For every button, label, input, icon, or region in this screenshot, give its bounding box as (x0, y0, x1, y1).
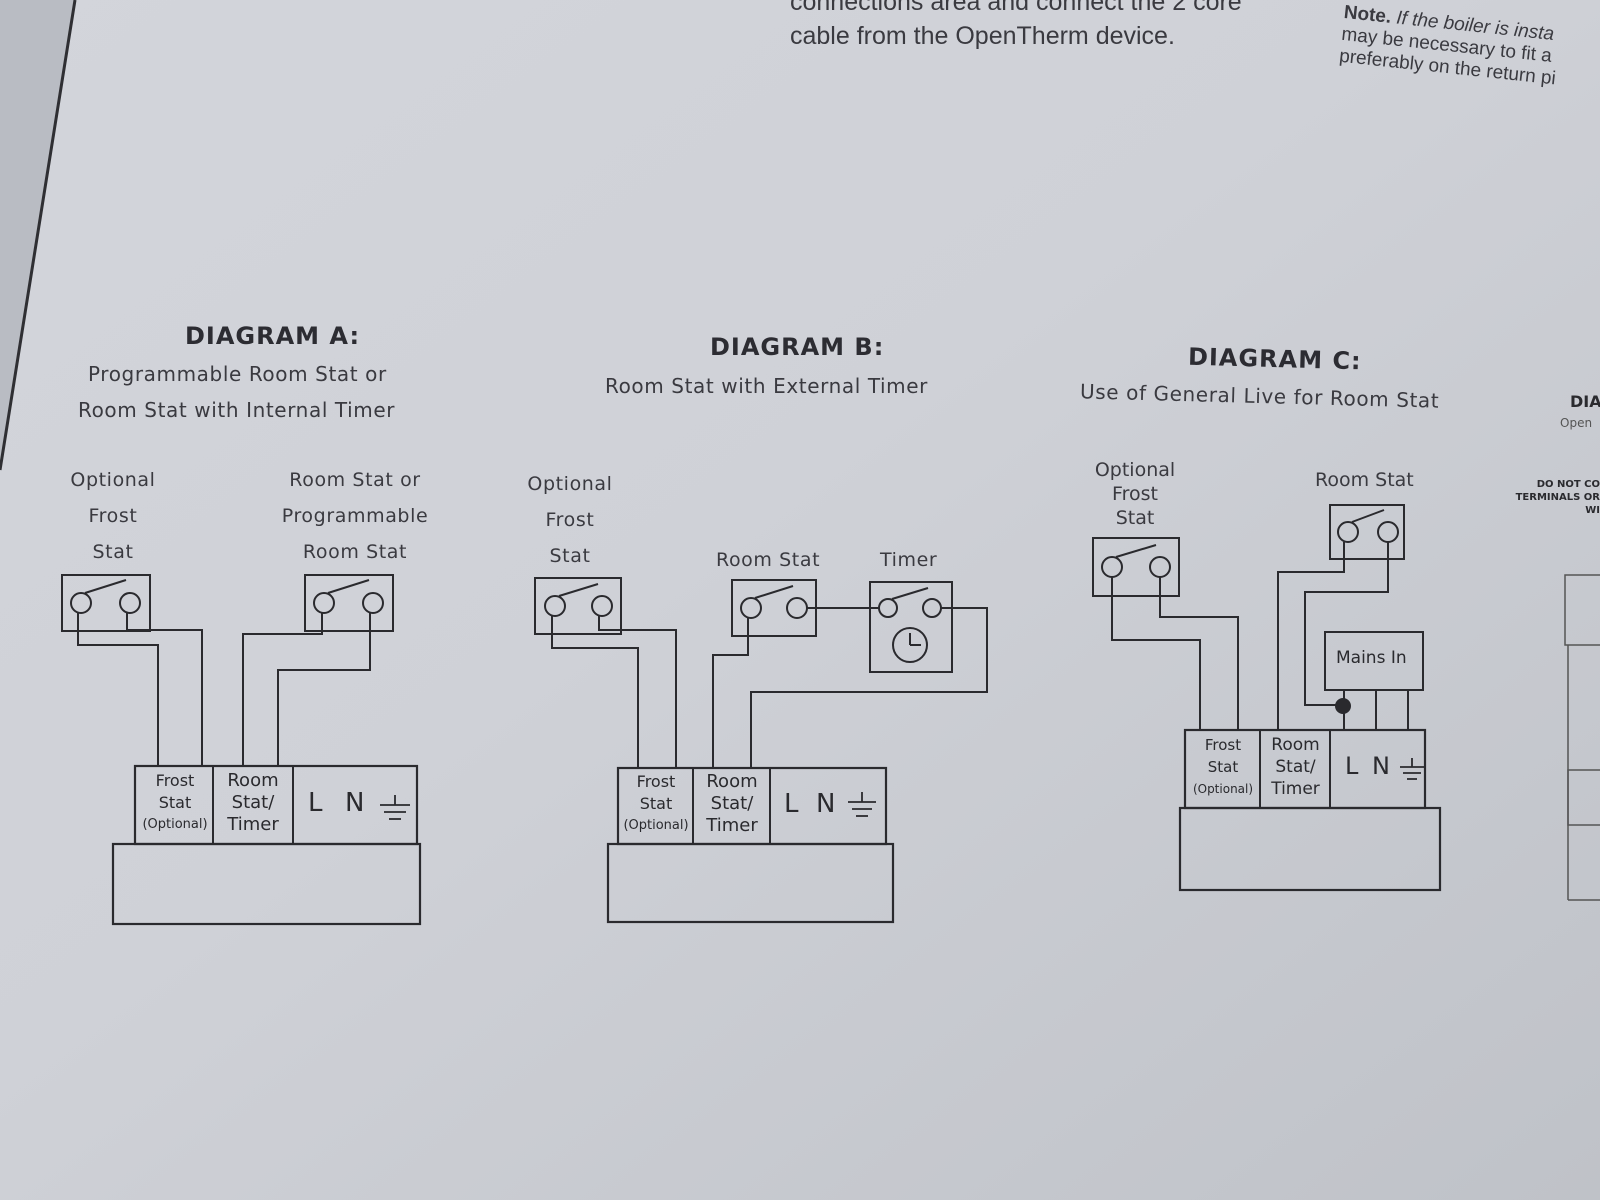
intro-line-1: connections area and connect the 2 core (790, 0, 1242, 16)
diagram-c-terminal-frost: Frost Stat (Optional) (1187, 734, 1259, 800)
diagram-a-room-label: Room Stat or Programmable Room Stat (265, 462, 445, 570)
terminal-text: Stat (639, 794, 673, 813)
diagram-c-terminal-block (1178, 728, 1442, 892)
terminal-text: Timer (706, 815, 758, 836)
diagram-d-warning-partial: DO NOT CO TERMINALS OR WI (1515, 478, 1600, 517)
terminal-text: Frost (155, 771, 195, 790)
earth-icon (380, 795, 410, 820)
diagram-a-terminal-live: L (308, 788, 323, 818)
diagram-d-box (1567, 769, 1600, 826)
diagram-c-terminal-room: Room Stat/ Timer (1262, 734, 1329, 800)
terminal-text: (Optional) (142, 817, 208, 832)
frost-stat-switch-icon (61, 574, 151, 632)
terminal-text: Stat/ (710, 793, 754, 814)
terminal-text: Stat/ (231, 792, 275, 813)
label-line: Stat (92, 541, 134, 563)
earth-icon (1400, 758, 1424, 780)
diagram-c-wires (1111, 542, 1409, 730)
earth-icon (848, 792, 876, 817)
diagram-a-terminal-room: Room Stat/ Timer (215, 770, 291, 836)
diagram-a-wires (77, 613, 371, 766)
label-line: Optional (1094, 459, 1176, 481)
warning-line: WI (1585, 505, 1600, 516)
diagram-b-timer-label: Timer (880, 549, 938, 571)
diagram-b-wires (551, 607, 988, 768)
diagram-b-room-label: Room Stat (716, 549, 821, 571)
label-line: Frost (545, 509, 595, 531)
diagram-a-subtitle-2: Room Stat with Internal Timer (78, 398, 396, 422)
terminal-text: (Optional) (1192, 782, 1254, 796)
diagram-b-terminal-room: Room Stat/ Timer (695, 771, 769, 837)
label-line: Optional (70, 469, 156, 491)
intro-line-2: cable from the OpenTherm device. (790, 22, 1175, 50)
label-line: Stat (1115, 507, 1155, 529)
diagram-a-terminal-frost: Frost Stat (Optional) (137, 770, 213, 836)
diagram-a-frost-label: Optional Frost Stat (48, 462, 178, 570)
warning-line: DO NOT CO (1536, 479, 1600, 490)
terminal-text: Room (706, 771, 758, 792)
frost-stat-switch-icon (534, 577, 622, 635)
label-line: Programmable (281, 505, 429, 527)
diagram-b-subtitle: Room Stat with External Timer (605, 374, 928, 398)
diagram-c-frost-label: Optional Frost Stat (1080, 458, 1190, 530)
terminal-text: Room (227, 770, 279, 791)
diagram-b-terminal-neutral: N (816, 789, 836, 819)
terminal-text: Timer (1271, 779, 1320, 799)
diagram-c-room-label: Room Stat (1315, 469, 1414, 491)
mains-in-box (1324, 631, 1424, 691)
diagram-c-terminal-live: L (1345, 752, 1359, 780)
label-line: Frost (1112, 483, 1158, 505)
diagram-b-terminal-frost: Frost Stat (Optional) (620, 771, 692, 837)
junction-dot (1335, 698, 1351, 714)
diagram-b-terminal-block (606, 766, 895, 924)
diagram-b-terminal-live: L (784, 789, 799, 819)
terminal-text: (Optional) (623, 818, 689, 833)
clock-icon (892, 627, 928, 663)
terminal-text: Room (1271, 735, 1320, 755)
terminal-text: Stat (1207, 758, 1239, 776)
diagram-a-title: DIAGRAM A: (185, 322, 361, 350)
diagram-a-subtitle-1: Programmable Room Stat or (88, 362, 387, 386)
diagram-c-terminal-neutral: N (1372, 752, 1390, 780)
diagram-a-terminal-block (111, 764, 422, 926)
terminal-text: Timer (227, 814, 279, 835)
label-line: Optional (527, 473, 613, 495)
terminal-text: Stat (158, 793, 192, 812)
terminal-text: Stat/ (1275, 757, 1316, 777)
diagram-b-frost-label: Optional Frost Stat (510, 466, 630, 574)
label-line: Room Stat or (289, 469, 421, 491)
terminal-text: Frost (636, 772, 676, 791)
diagram-a-terminal-neutral: N (345, 788, 365, 818)
diagram-d-box (1564, 574, 1600, 646)
diagram-d-title-partial: DIA (1570, 392, 1600, 411)
diagram-d-sub-partial: Open (1560, 416, 1593, 430)
room-stat-switch-icon (304, 574, 394, 632)
warning-line: TERMINALS OR (1515, 492, 1600, 503)
label-line: Frost (88, 505, 138, 527)
diagram-c-mains-label: Mains In (1336, 648, 1407, 668)
label-line: Room Stat (302, 541, 408, 563)
diagram-b-title: DIAGRAM B: (710, 333, 885, 361)
page-edge (0, 0, 77, 471)
label-line: Stat (549, 545, 591, 567)
terminal-text: Frost (1204, 736, 1242, 754)
